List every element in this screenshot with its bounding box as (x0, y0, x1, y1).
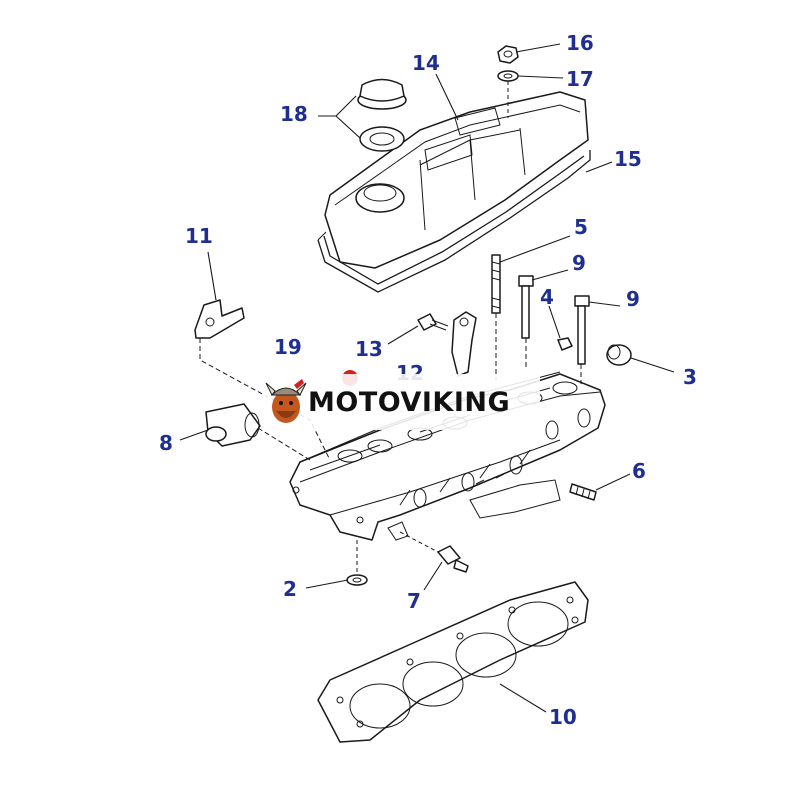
plug (557, 337, 573, 351)
bracket-bolt (417, 313, 449, 331)
callout-15: 15 (614, 147, 642, 171)
callout-11: 11 (185, 224, 213, 248)
callout-8: 8 (159, 431, 173, 455)
watermark-text: MOTOVIKING (308, 386, 511, 418)
viking-mascot-icon (265, 379, 307, 423)
callout-16: 16 (566, 31, 594, 55)
stud (491, 254, 501, 314)
cover-nut-and-washer (497, 45, 519, 118)
lifting-hook (451, 311, 477, 377)
callout-6: 6 (632, 459, 646, 483)
leader-lines (179, 43, 675, 713)
callout-19: 19 (274, 335, 302, 359)
head-bolt-1 (518, 275, 534, 339)
water-outlet (205, 403, 261, 447)
lifting-bracket (194, 299, 245, 339)
callout-7: 7 (407, 589, 421, 613)
callout-14: 14 (412, 51, 440, 75)
head-bolt-2 (574, 295, 590, 365)
callout-17: 17 (566, 67, 594, 91)
callout-labels: 16 17 14 18 15 11 5 9 4 9 19 13 12 3 8 6… (159, 31, 697, 729)
callout-9-upper: 9 (572, 251, 586, 275)
callout-2: 2 (283, 577, 297, 601)
callout-18: 18 (280, 102, 308, 126)
expansion-plug (606, 344, 632, 366)
watermark-logo: MOTOVIKING (262, 374, 540, 430)
callout-5: 5 (574, 215, 588, 239)
assembly-lines (199, 313, 582, 461)
callout-4: 4 (540, 285, 554, 309)
valve-cover-gasket (317, 150, 591, 293)
callout-9-lower: 9 (626, 287, 640, 311)
sealing-washer (346, 540, 368, 586)
head-gasket (317, 581, 589, 743)
callout-13: 13 (355, 337, 383, 361)
temperature-sensor (399, 531, 469, 573)
valve-cover (324, 91, 589, 269)
exhaust-stud (569, 483, 597, 501)
callout-10: 10 (549, 705, 577, 729)
callout-3: 3 (683, 365, 697, 389)
oil-filler-cap (357, 78, 407, 152)
